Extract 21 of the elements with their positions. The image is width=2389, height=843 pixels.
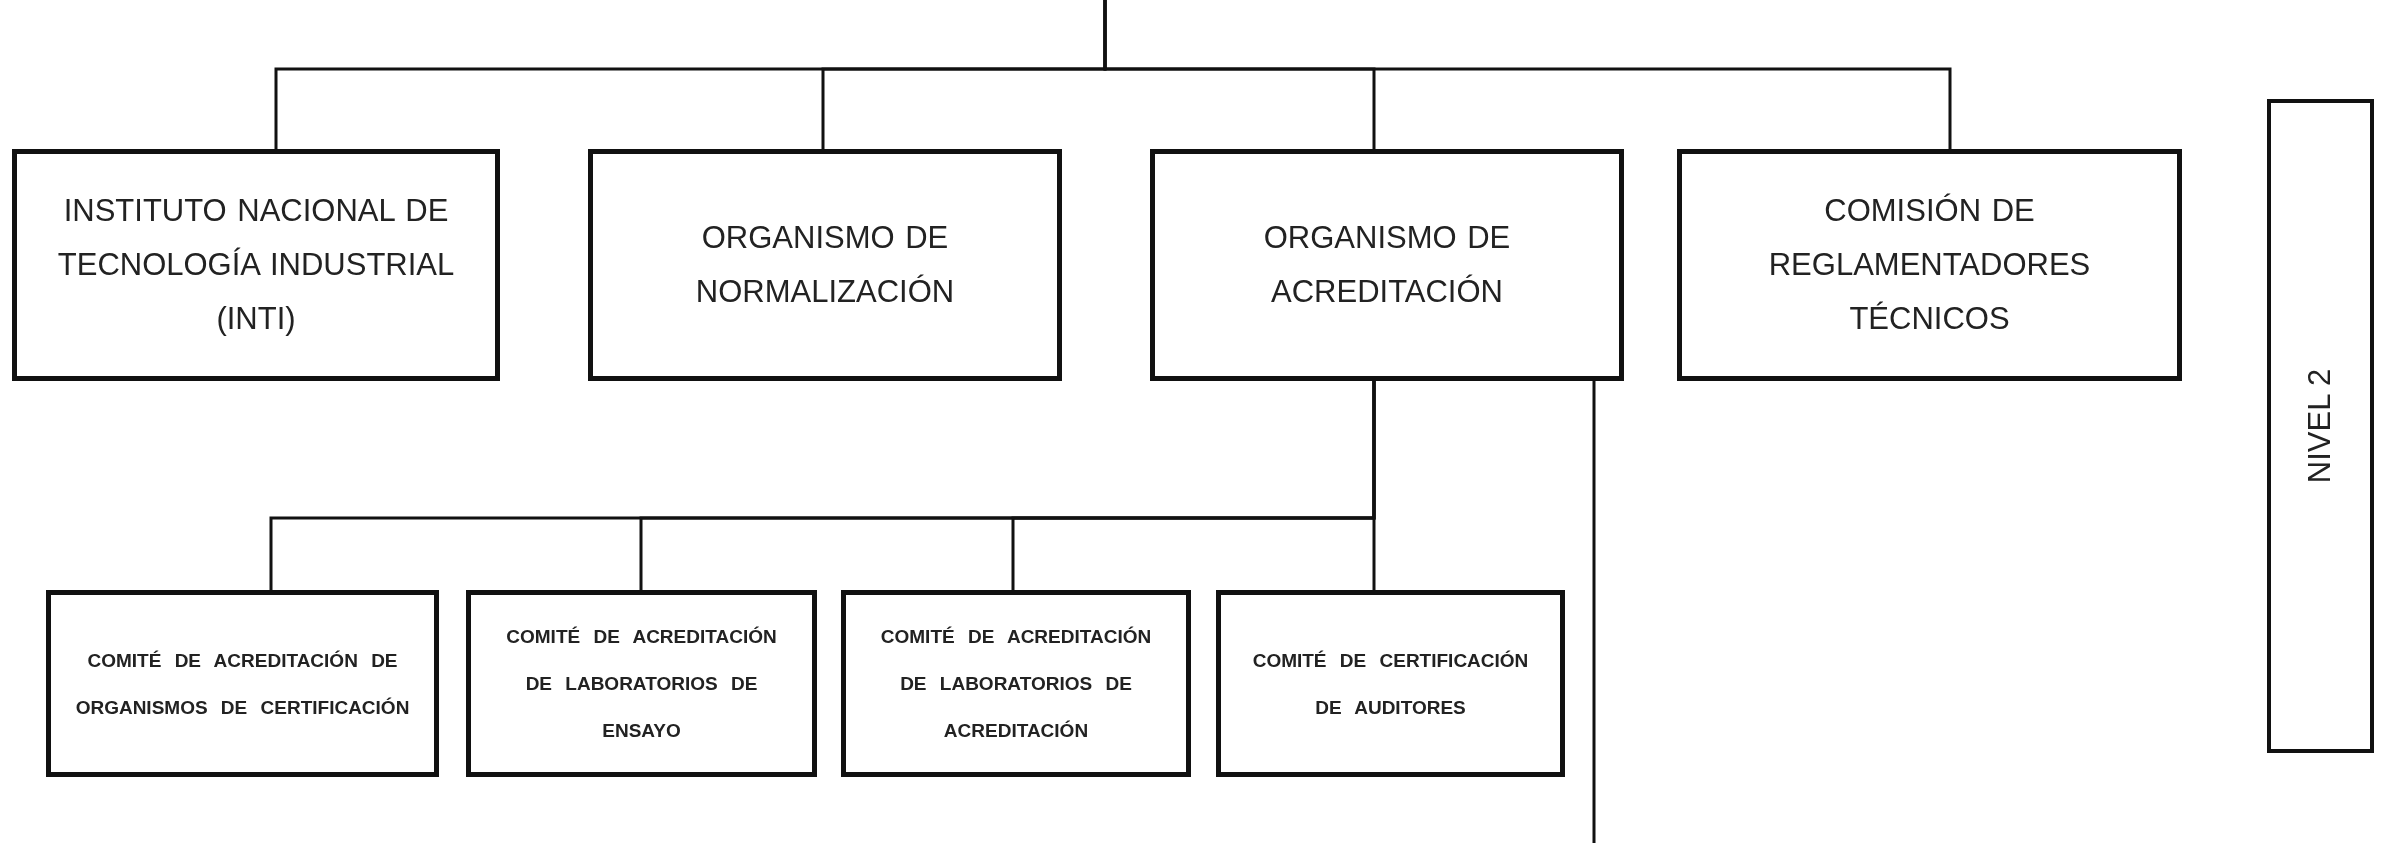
committee-box [46,590,439,777]
box-label: COMITÉ DE ACREDITACIÓN DE ORGANISMOS DE CERTIFICACIÓN [75,648,410,720]
org-box [12,149,500,381]
connector-line [1592,381,1596,843]
level-label: NIVEL 2 [2302,368,2339,484]
box-label: INSTITUTO NACIONAL DE TECNOLOGÍA INDUSTRIAL (INTI) [56,192,456,338]
committee-box [466,590,817,777]
level-box [2267,99,2374,753]
org-box [1150,149,1624,381]
org-box [1677,149,2182,381]
box-label: COMITÉ DE ACREDITACIÓN DE LABORATORIOS DE ENSAYO [505,625,778,743]
box-label: COMITÉ DE CERTIFICACIÓN DE AUDITORES [1251,648,1530,720]
org-box [588,149,1062,381]
box-label: COMISIÓN DE REGLAMENTADORES TÉCNICOS [1767,192,2092,338]
committee-box [1216,590,1565,777]
connector-line [1103,0,1952,149]
connector-line [1372,381,1376,590]
box-label: ORGANISMO DE NORMALIZACIÓN [694,219,956,311]
committee-box [841,590,1191,777]
box-label: COMITÉ DE ACREDITACIÓN DE LABORATORIOS DE ACREDITACIÓN [879,625,1153,743]
box-label: ORGANISMO DE ACREDITACIÓN [1262,219,1512,311]
